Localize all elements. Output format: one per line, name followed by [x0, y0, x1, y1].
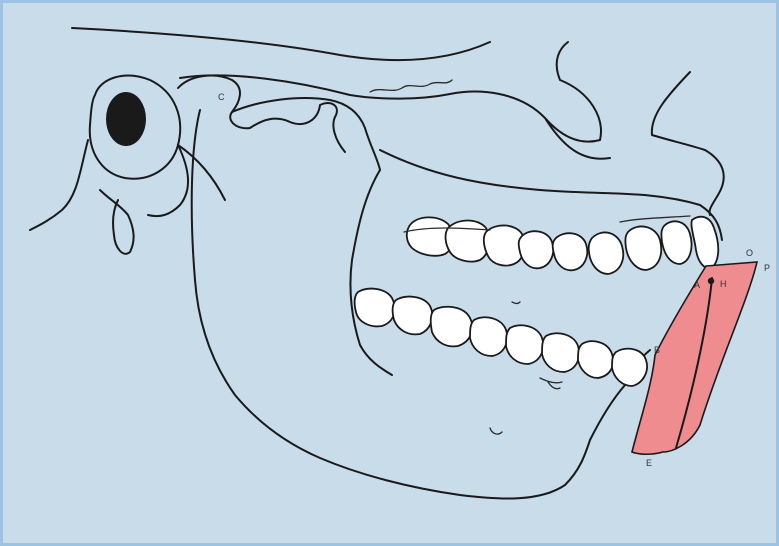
- label-lower-incisor: B: [654, 345, 660, 355]
- upper-canine: [589, 232, 624, 274]
- ramus-line: [178, 145, 225, 200]
- lower-molar-1: [355, 289, 395, 327]
- coronoid-process: [232, 98, 380, 170]
- upper-lateral-incisor: [625, 226, 661, 270]
- lower-incisor: [612, 349, 647, 386]
- lower-premolar-2: [506, 325, 543, 364]
- contact-point-dot: [708, 278, 714, 284]
- lower-canine: [542, 333, 579, 372]
- label-contact-point: H: [720, 279, 727, 289]
- upper-incisor-1: [661, 221, 691, 264]
- label-upper-incisor-point: O: [746, 248, 753, 258]
- upper-premolar-2: [553, 233, 588, 270]
- lower-premolar-1: [470, 317, 507, 356]
- label-upper-incisor-tip: A: [694, 280, 700, 290]
- upper-molar-2: [446, 221, 490, 262]
- upper-teeth: [407, 217, 718, 274]
- skull-top-line: [72, 28, 490, 60]
- label-condyle: C: [218, 92, 225, 102]
- label-pink-tip-upper: P: [764, 263, 770, 273]
- upper-premolar-1: [519, 231, 554, 268]
- lower-molar-3: [431, 307, 473, 347]
- lower-teeth: [355, 289, 647, 386]
- eye-icon: [106, 92, 146, 146]
- upper-incisor-2: [691, 217, 718, 269]
- lower-lateral-incisor: [578, 341, 613, 378]
- nasal-profile: [652, 72, 724, 215]
- pink-overlay: [632, 262, 757, 454]
- mastoid-process: [30, 140, 134, 254]
- lower-molar-2: [393, 297, 433, 335]
- mandible-inner-line: [350, 170, 392, 375]
- label-pink-tip-lower: E: [646, 458, 652, 468]
- styloid-line: [148, 145, 188, 216]
